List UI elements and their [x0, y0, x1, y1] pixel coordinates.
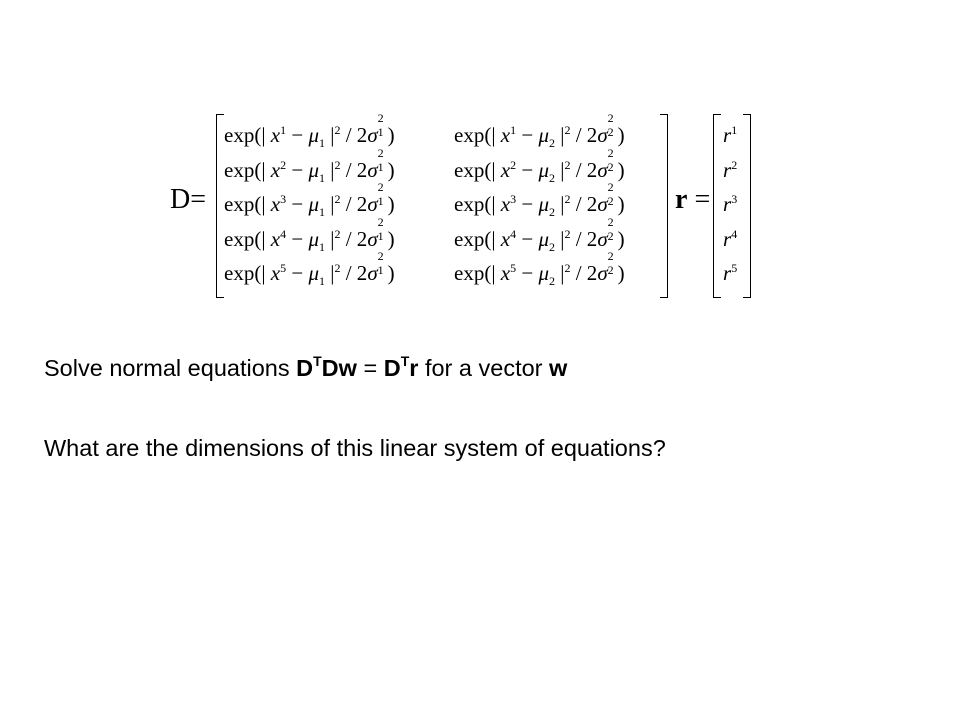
r-vector-label: r = [675, 184, 711, 215]
r-vector: r1 r2 r3 r4 r5 [723, 118, 753, 291]
d-matrix-label: D= [170, 184, 207, 215]
r-right-bracket [743, 114, 751, 298]
d-left-bracket [216, 114, 224, 298]
normal-equations-text: Solve normal equations DTDw = DTr for a … [44, 353, 568, 381]
r-vector-cell: r3 [723, 192, 738, 217]
dimensions-question: What are the dimensions of this linear s… [44, 435, 666, 461]
r-left-bracket [713, 114, 721, 298]
r-vector-cell: r5 [723, 261, 738, 286]
r-vector-cell: r4 [723, 226, 738, 251]
r-vector-cell: r2 [723, 157, 738, 182]
d-right-bracket [660, 114, 668, 298]
r-vector-cell: r1 [723, 123, 738, 147]
